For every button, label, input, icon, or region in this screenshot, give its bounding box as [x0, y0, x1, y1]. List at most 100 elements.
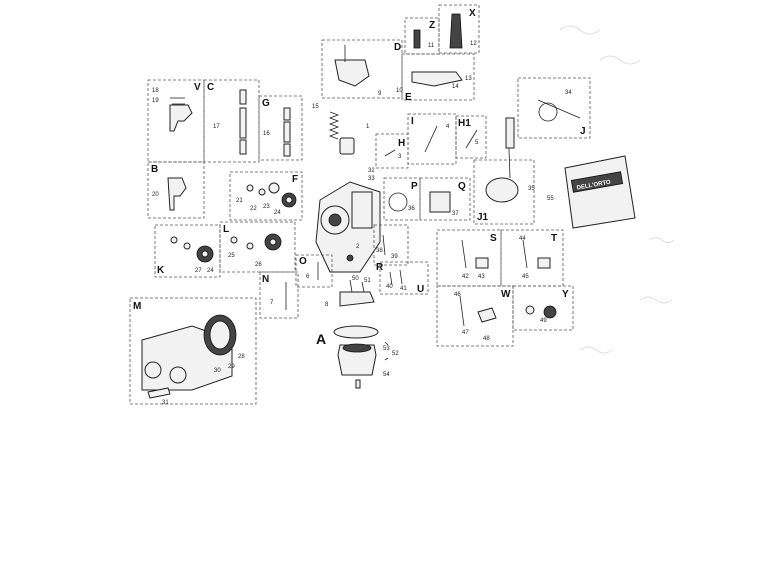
callout-45: 45 [522, 274, 529, 280]
callout-3: 3 [398, 154, 402, 160]
group-s-t-u-y: S T W Y 42 43 44 45 46 47 48 49 [436, 229, 574, 347]
group-label-k: K [157, 265, 165, 276]
callout-13: 13 [465, 76, 472, 82]
callout-12: 12 [470, 41, 477, 47]
group-label-e: E [405, 92, 412, 103]
callout-30: 30 [214, 368, 221, 374]
callout-9: 9 [378, 91, 382, 97]
group-z-x: Z X 11 12 [404, 4, 480, 55]
callout-33: 33 [368, 176, 375, 182]
bag-brand-text: DELL'ORTO [576, 180, 611, 192]
callout-1: 1 [366, 124, 370, 130]
group-label-f: F [292, 174, 298, 185]
group-label-c: C [207, 82, 214, 93]
group-label-w: U [417, 284, 424, 295]
callout-16: 16 [263, 131, 270, 137]
callout-26: 26 [255, 262, 262, 268]
group-label-j: J [580, 126, 586, 137]
callout-21: 21 [236, 198, 243, 204]
callout-14: 14 [452, 84, 459, 90]
group-w: U 40 41 [379, 261, 429, 295]
group-v-c: V C 18 19 17 [147, 79, 260, 163]
callout-44: 44 [519, 236, 526, 242]
group-label-d: D [394, 42, 401, 53]
callout-6: 6 [306, 274, 310, 280]
callout-46: 46 [454, 292, 461, 298]
group-g: G 16 [258, 95, 303, 161]
callout-53: 53 [383, 346, 390, 352]
callout-39: 39 [391, 254, 398, 260]
callout-17: 17 [213, 124, 220, 130]
carburetor-body: 32 33 2 [315, 168, 381, 273]
group-label-r: R [376, 262, 384, 273]
callout-31: 31 [162, 400, 169, 406]
group-label-m: M [133, 301, 141, 312]
callout-47: 47 [462, 330, 469, 336]
callout-38: 38 [376, 248, 383, 254]
group-label-h: H [398, 138, 405, 149]
group-r-o-n: R O N 38 39 6 7 [259, 224, 409, 319]
group-label-b: B [151, 164, 158, 175]
group-label-g: G [262, 98, 270, 109]
callout-19: 19 [152, 98, 159, 104]
callout-15: 15 [312, 104, 319, 110]
faint-background-text [559, 25, 675, 354]
group-label-z: Z [429, 20, 435, 31]
group-label-j1: J1 [477, 212, 489, 223]
callout-36: 36 [408, 206, 415, 212]
callout-11: 11 [428, 43, 435, 49]
callout-41: 41 [400, 286, 407, 292]
group-label-i: I [411, 116, 414, 127]
callout-8: 8 [325, 302, 329, 308]
callout-48: 48 [483, 336, 490, 342]
callout-7: 7 [270, 300, 274, 306]
callout-5: 5 [475, 140, 479, 146]
float-bowl: 52 53 54 A [316, 325, 399, 389]
callout-4: 4 [446, 124, 450, 130]
group-f: F 21 22 23 24 [229, 171, 303, 221]
group-label-p: P [411, 181, 418, 192]
callout-20: 20 [152, 192, 159, 198]
callout-18: 18 [152, 88, 159, 94]
group-j: J 34 [517, 77, 591, 139]
callout-49: 49 [540, 318, 547, 324]
group-label-y: Y [562, 289, 569, 300]
group-label-u: W [501, 289, 511, 300]
callout-52: 52 [392, 351, 399, 357]
callout-23: 23 [263, 204, 270, 210]
group-k-l: K L 27 24 25 26 [154, 221, 296, 278]
callout-27: 27 [195, 268, 202, 274]
callout-50: 50 [352, 276, 359, 282]
group-d-e: D E 9 10 13 14 [321, 39, 475, 103]
group-m: M 28 29 30 31 [129, 297, 257, 406]
callout-10: 10 [396, 88, 403, 94]
group-label-t: T [551, 233, 557, 244]
group-label-q: Q [458, 181, 466, 192]
callout-54: 54 [383, 372, 390, 378]
callout-28: 28 [238, 354, 245, 360]
group-label-h1: H1 [458, 118, 471, 129]
dellorto-packaging: DELL'ORTO 55 [547, 155, 636, 229]
group-label-o: O [299, 256, 307, 267]
callout-2: 2 [356, 244, 360, 250]
callout-42: 42 [462, 274, 469, 280]
callout-40: 40 [386, 284, 393, 290]
callout-22: 22 [250, 206, 257, 212]
callout-24b: 24 [207, 268, 214, 274]
spring-part-15: 15 1 [312, 104, 370, 155]
callout-24: 24 [274, 210, 281, 216]
group-h-i: H I H1 3 4 5 [375, 113, 487, 169]
callout-35: 35 [528, 186, 535, 192]
group-b: B 20 [147, 161, 205, 219]
group-label-v: V [194, 82, 201, 93]
group-label-x: X [469, 8, 476, 19]
callout-25: 25 [228, 253, 235, 259]
callout-34: 34 [565, 90, 572, 96]
callout-37: 37 [452, 211, 459, 217]
group-label-n: N [262, 274, 269, 285]
float-assembly: 8 50 51 [325, 276, 375, 308]
group-label-s: S [490, 233, 497, 244]
callout-55: 55 [547, 196, 554, 202]
callout-51: 51 [364, 278, 371, 284]
